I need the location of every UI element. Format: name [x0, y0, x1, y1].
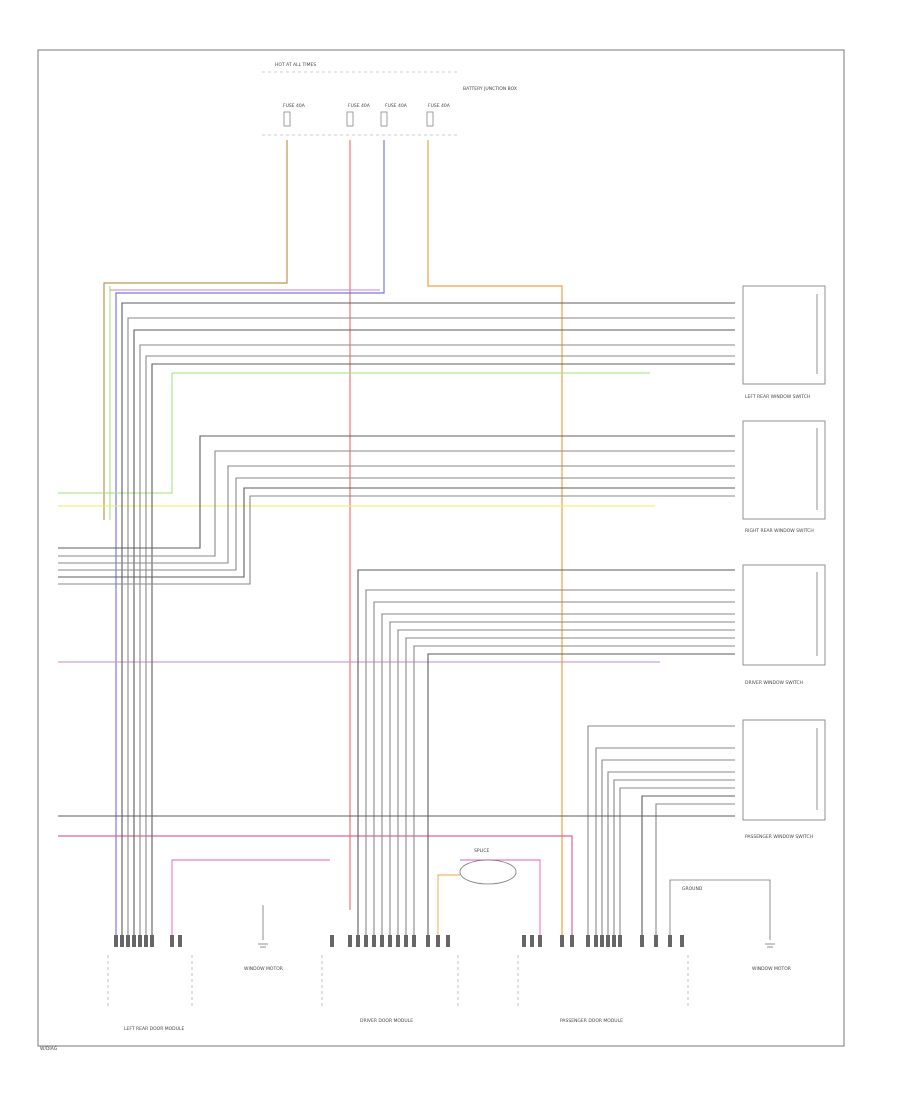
ground-label: GROUND [682, 886, 703, 892]
motor-1-label: WINDOW MOTOR [244, 966, 283, 972]
harness-passenger [58, 725, 735, 935]
connector-driver [330, 935, 450, 947]
wire-orange-splice [437, 874, 460, 935]
fuse-1 [283, 111, 291, 127]
wire-magenta-bus [171, 859, 541, 935]
fuse-label-1: FUSE 40A [283, 103, 306, 109]
wire-pink [58, 835, 573, 935]
fuse-symbols [283, 111, 434, 127]
switch-driver-label: DRIVER WINDOW SWITCH [745, 680, 803, 686]
fuse-4 [426, 111, 434, 127]
fuse-labels: FUSE 40A FUSE 40A FUSE 40A FUSE 40A [283, 103, 451, 109]
switch-passenger: PASSENGER WINDOW SWITCH [742, 719, 826, 840]
wire-blue-feed [115, 140, 385, 935]
module-passenger-outline [517, 955, 689, 1008]
splice-label: SPLICE [474, 848, 490, 854]
page-reference: W/DIAG [40, 1046, 58, 1052]
switch-driver: DRIVER WINDOW SWITCH [742, 564, 826, 686]
module-driver-label: DRIVER DOOR MODULE [360, 1018, 413, 1024]
fuse-box-label: BATTERY JUNCTION BOX [463, 86, 517, 92]
module-driver-outline [321, 955, 459, 1008]
harness-driver [357, 569, 735, 935]
fuse-label-3: FUSE 40A [385, 103, 408, 109]
switch-left-rear: LEFT REAR WINDOW SWITCH [742, 285, 826, 400]
harness-right-rear [58, 435, 735, 585]
diagram-frame [37, 49, 845, 1047]
motor-2-label: WINDOW MOTOR [752, 966, 791, 972]
switch-passenger-label: PASSENGER WINDOW SWITCH [745, 834, 813, 840]
wire-tan-feed [103, 140, 288, 520]
switch-left-rear-label: LEFT REAR WINDOW SWITCH [745, 394, 810, 400]
wire-green [58, 286, 650, 520]
fuse-3 [380, 111, 388, 127]
splice-ellipse [459, 859, 517, 885]
fuse-header-label: HOT AT ALL TIMES [275, 62, 316, 68]
switch-right-rear: RIGHT REAR WINDOW SWITCH [742, 420, 826, 534]
module-left-rear-outline [107, 955, 193, 1008]
harness-left-rear [121, 302, 735, 935]
fuse-label-2: FUSE 40A [348, 103, 371, 109]
module-left-rear-label: LEFT REAR DOOR MODULE [124, 1026, 184, 1032]
connector-passenger [522, 935, 684, 947]
wire-orange-feed [427, 140, 563, 935]
fuse-2 [346, 111, 354, 127]
module-passenger-label: PASSENGER DOOR MODULE [560, 1018, 623, 1024]
fuse-label-4: FUSE 40A [428, 103, 451, 109]
switch-right-rear-label: RIGHT REAR WINDOW SWITCH [745, 528, 814, 534]
connector-left-rear [114, 935, 182, 947]
ground-symbols [258, 879, 775, 948]
